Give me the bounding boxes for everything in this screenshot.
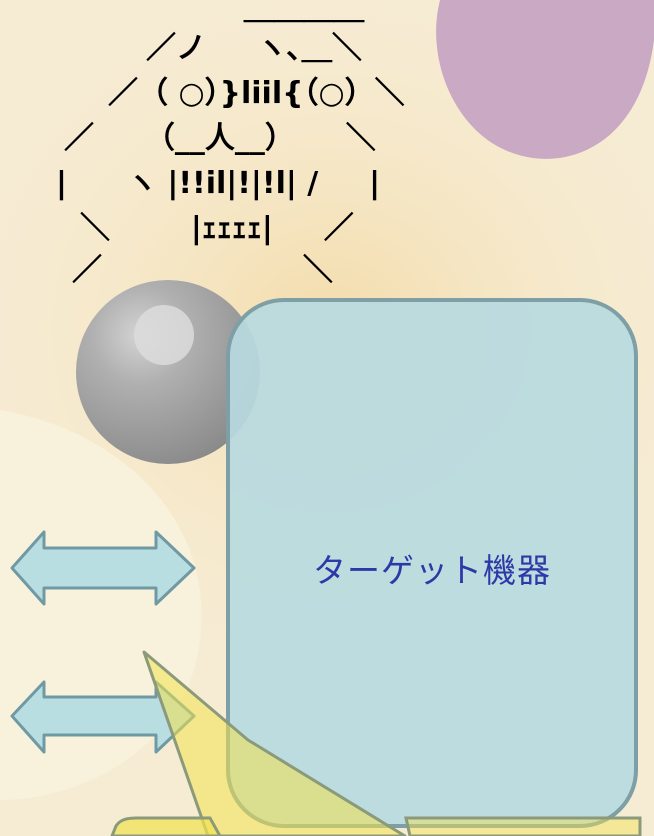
ascii-line: ／ノ ヽ､＿＼: [146, 31, 362, 66]
target-device-box: ターゲット機器: [226, 298, 638, 828]
orb-highlight-shape: [134, 305, 194, 365]
ascii-line: ／ ＼: [72, 253, 333, 288]
ascii-line: | ヽ |!!il|!|!l| / |: [56, 166, 380, 201]
gray-orb-shape: [76, 280, 260, 464]
ascii-line: ＼ |ｪｪｪｪ| ／: [80, 211, 354, 246]
target-device-label: ターゲット機器: [313, 551, 551, 590]
ascii-line: ／（ ○）}liil{（○）＼: [108, 76, 405, 111]
ascii-line: ／ （__人__） ＼: [64, 121, 376, 156]
purple-blob-shape: [436, 0, 654, 159]
ascii-line: ＿＿＿＿: [243, 0, 365, 26]
ascii-art-face: ＿＿＿＿ ／ノ ヽ､＿＼ ／（ ○）}liil{（○）＼ ／ （__人__） ＼…: [56, 0, 405, 288]
